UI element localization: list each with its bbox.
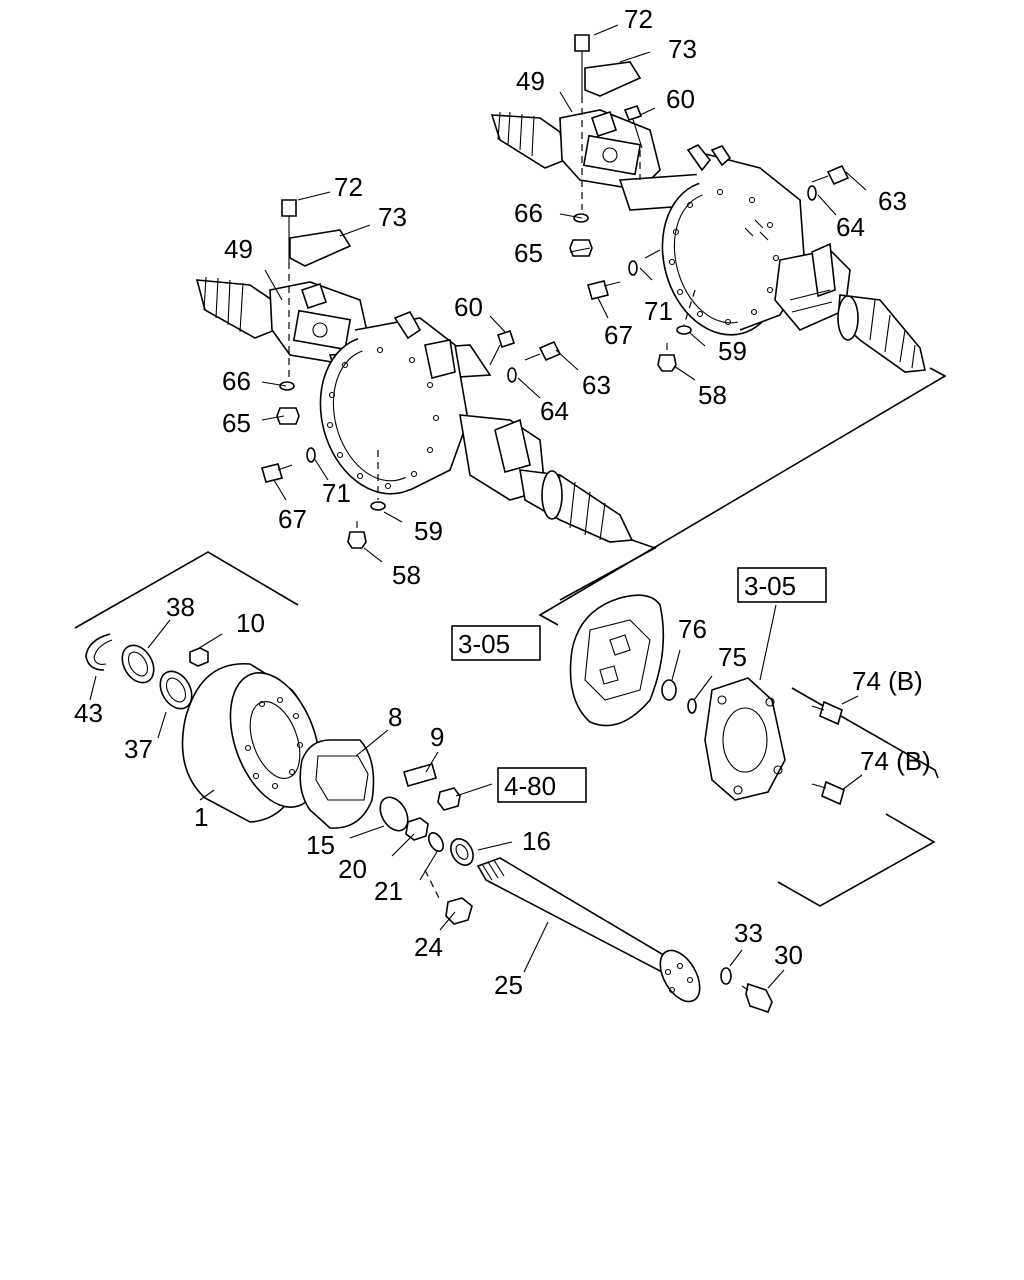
- part-label-15: 15: [306, 830, 335, 860]
- part-number-labels: 72 73 49 60 63 64 66 65 67 71 59 58 72 7…: [74, 4, 931, 1000]
- part-label-65: 65: [222, 408, 251, 438]
- part-label-72: 72: [624, 4, 653, 34]
- part-label-8: 8: [388, 702, 402, 732]
- hub-flange: [661, 604, 863, 806]
- ref-box-480: [497, 767, 587, 803]
- part-label-37: 37: [124, 734, 153, 764]
- part-label-58: 58: [392, 560, 421, 590]
- part-label-71: 71: [644, 296, 673, 326]
- axle-housing-upper: [490, 24, 926, 381]
- part-label-16: 16: [522, 826, 551, 856]
- ref-label-480: 4-80: [504, 771, 556, 801]
- part-label-49: 49: [224, 234, 253, 264]
- part-label-24: 24: [414, 932, 443, 962]
- part-label-63: 63: [878, 186, 907, 216]
- part-label-49: 49: [516, 66, 545, 96]
- ref-box-305-left: [451, 625, 541, 661]
- part-label-43: 43: [74, 698, 103, 728]
- part-label-67: 67: [604, 320, 633, 350]
- ref-label-305-right: 3-05: [744, 571, 796, 601]
- part-label-65: 65: [514, 238, 543, 268]
- part-label-30: 30: [774, 940, 803, 970]
- part-label-59: 59: [414, 516, 443, 546]
- ref-label-305-left: 3-05: [458, 629, 510, 659]
- part-label-64: 64: [540, 396, 569, 426]
- ref-box-305-right: [737, 567, 827, 603]
- part-label-38: 38: [166, 592, 195, 622]
- part-label-64: 64: [836, 212, 865, 242]
- hub-drum-assembly: [85, 619, 785, 1013]
- part-label-66: 66: [514, 198, 543, 228]
- reference-boxes: 3-05 3-05 4-80: [451, 567, 827, 803]
- part-label-67: 67: [278, 504, 307, 534]
- part-label-58: 58: [698, 380, 727, 410]
- part-label-60: 60: [666, 84, 695, 114]
- part-label-73: 73: [378, 202, 407, 232]
- part-label-1: 1: [194, 802, 208, 832]
- part-label-59: 59: [718, 336, 747, 366]
- brake-backing-plate: [569, 594, 665, 727]
- part-label-74b: 74 (B): [860, 746, 931, 776]
- part-label-25: 25: [494, 970, 523, 1000]
- part-label-72: 72: [334, 172, 363, 202]
- part-label-60: 60: [454, 292, 483, 322]
- part-label-75: 75: [718, 642, 747, 672]
- part-label-21: 21: [374, 876, 403, 906]
- part-label-66: 66: [222, 366, 251, 396]
- part-label-74b: 74 (B): [852, 666, 923, 696]
- part-label-20: 20: [338, 854, 367, 884]
- part-label-76: 76: [678, 614, 707, 644]
- part-label-9: 9: [430, 722, 444, 752]
- part-label-10: 10: [236, 608, 265, 638]
- part-label-33: 33: [734, 918, 763, 948]
- part-label-73: 73: [668, 34, 697, 64]
- part-label-63: 63: [582, 370, 611, 400]
- axle-housing-lower: [195, 191, 634, 563]
- part-label-71: 71: [322, 478, 351, 508]
